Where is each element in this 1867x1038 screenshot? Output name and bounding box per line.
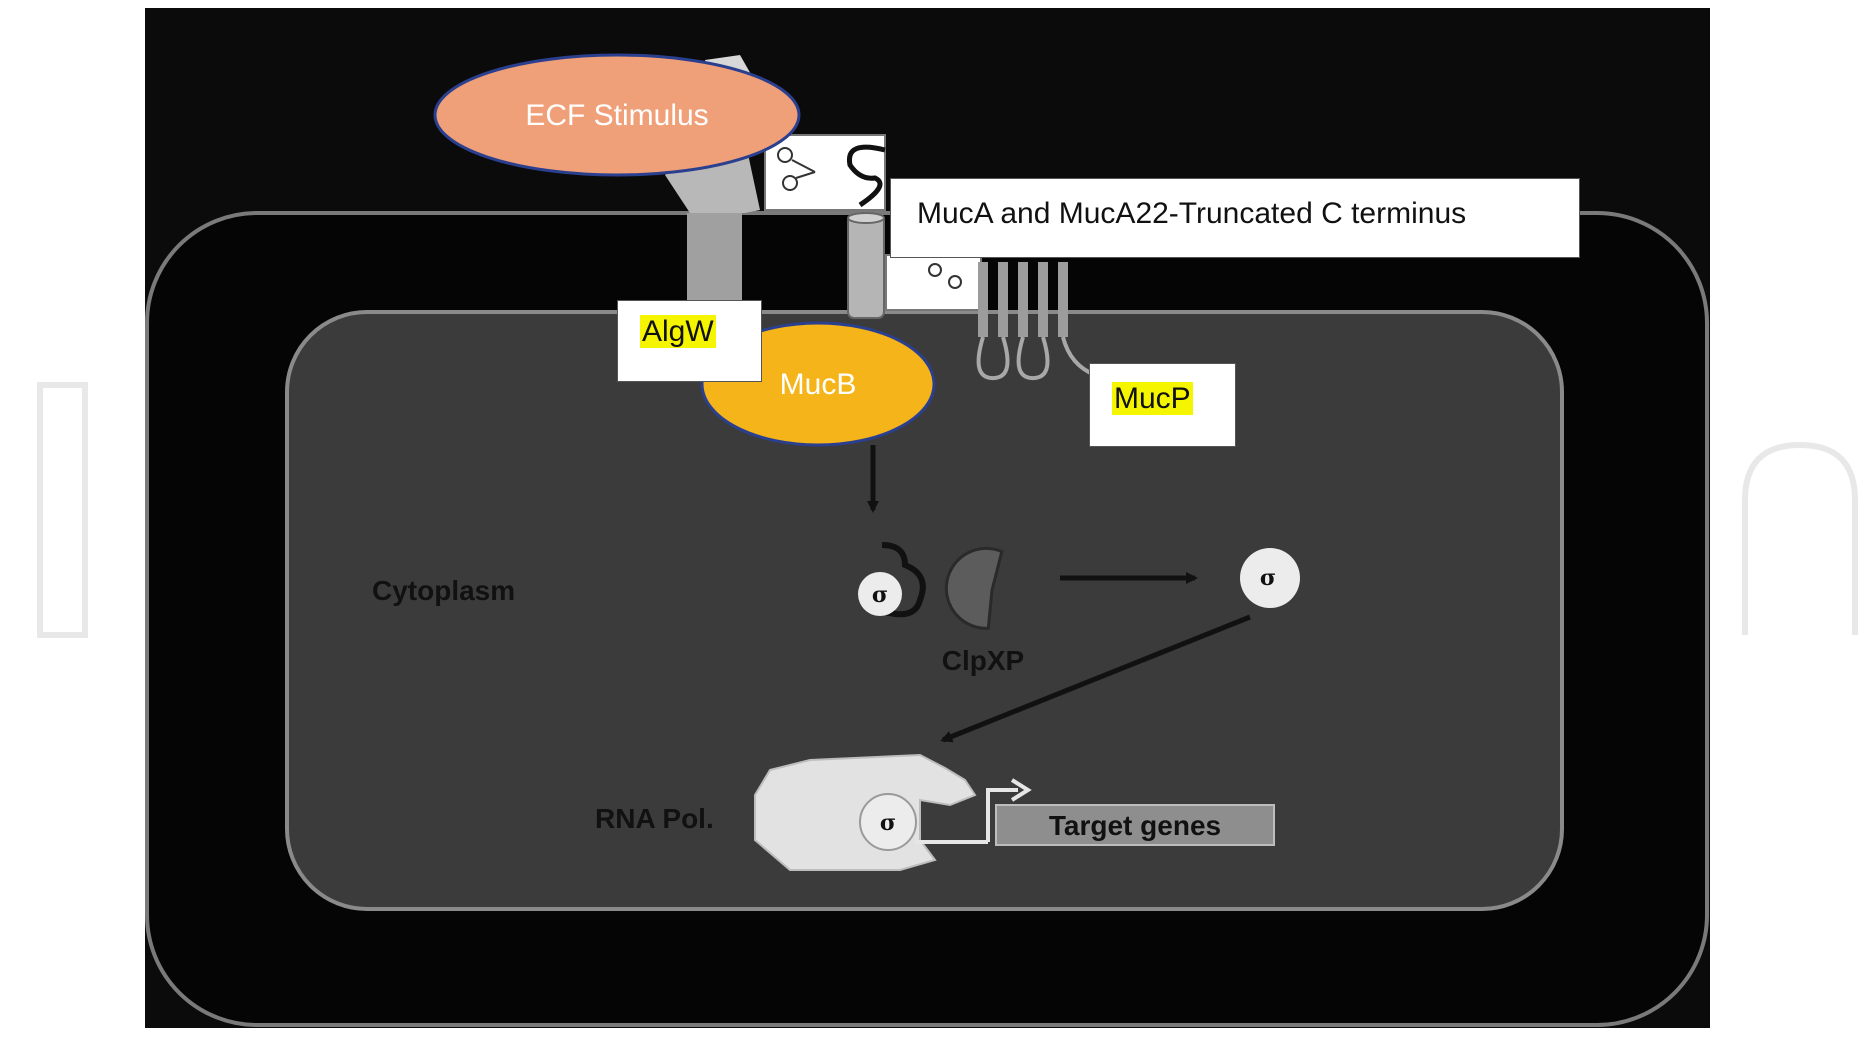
- sigma-free-label: σ: [1260, 565, 1276, 591]
- scissors-icon: [777, 147, 793, 163]
- sigma-bound-label: σ: [872, 582, 888, 608]
- free-sigma: σ: [1240, 548, 1300, 608]
- muca-caption-box: MucA and MucA22-Truncated C terminus: [890, 178, 1580, 258]
- target-genes-label: Target genes: [1049, 810, 1221, 841]
- watermark-letter-shape: [1742, 441, 1858, 635]
- cytoplasm-label: Cytoplasm: [372, 575, 515, 606]
- muca-protease-card-bottom: [885, 254, 982, 311]
- mucp-label-box: MucP: [1089, 363, 1236, 447]
- watermark: [37, 382, 1858, 638]
- clpxp-protease: ClpXP: [942, 546, 1024, 676]
- target-genes-box: Target genes: [995, 804, 1275, 846]
- clpxp-label: ClpXP: [942, 645, 1024, 676]
- mucp-label: MucP: [1112, 382, 1193, 415]
- cytoplasm-region: [285, 310, 1564, 911]
- scissors-icon: [928, 263, 942, 277]
- ecf-stimulus-label: ECF Stimulus: [525, 99, 708, 132]
- algw-label-box: AlgW: [617, 300, 762, 382]
- ecf-stimulus: ECF Stimulus: [433, 53, 801, 177]
- arrow-sigma-to-rnap: [940, 614, 1251, 743]
- sigma-muca-complex: σ: [858, 542, 926, 618]
- muca-transmembrane: [847, 212, 885, 319]
- mucp-protein: [976, 262, 1096, 381]
- watermark-letter-shape: [37, 382, 88, 638]
- mucb-label: MucB: [780, 368, 857, 401]
- rna-pol-label: RNA Pol.: [595, 803, 714, 834]
- algw-label: AlgW: [640, 315, 716, 348]
- muca-caption-label: MucA and MucA22-Truncated C terminus: [917, 197, 1467, 230]
- promoter-arrow: [915, 778, 1032, 844]
- muca-protease-card-top: [764, 134, 886, 211]
- sigma-rnap-label: σ: [880, 810, 896, 836]
